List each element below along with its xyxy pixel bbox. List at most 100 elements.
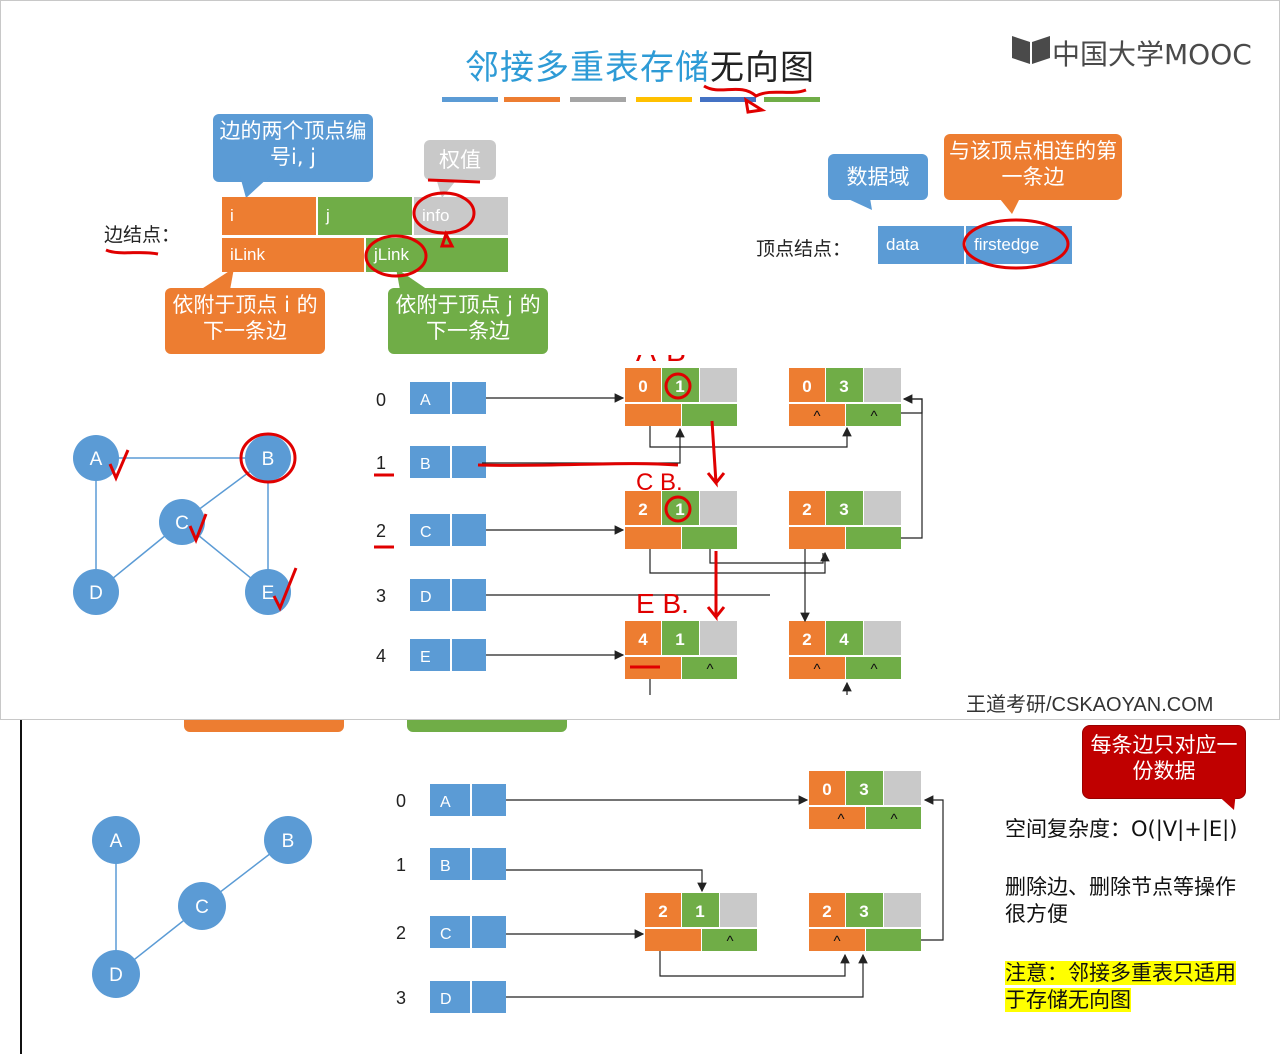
lower-index-2: 2 xyxy=(396,923,406,943)
graph-node-d: D xyxy=(73,569,119,615)
lower-index-1: 1 xyxy=(396,855,406,875)
red-callout-tail xyxy=(1214,792,1236,810)
upper-vertex-label-a: A xyxy=(420,392,431,409)
lower-edge-node-0-3: 0 3 ^ ^ xyxy=(809,771,921,829)
upper-index-2: 2 xyxy=(376,521,386,541)
lower-vertex-label-c: C xyxy=(440,926,452,943)
callout-firstedge: 与该顶点相连的第一条边 xyxy=(944,134,1122,200)
callout-ilink: 依附于顶点 i 的下一条边 xyxy=(165,288,325,354)
edge-2-3-j: 3 xyxy=(839,500,848,519)
edge-field-i: i xyxy=(222,197,316,235)
lower-edge-0-3-i: 0 xyxy=(822,780,831,799)
red-callout: 每条边只对应一份数据 xyxy=(1082,725,1246,799)
edge-0-3-ilink: ^ xyxy=(813,408,820,425)
title-bar-orange xyxy=(504,97,560,102)
edge-4-1-i: 4 xyxy=(638,630,648,649)
callout-jlink-tail xyxy=(396,268,428,290)
lower-edge-2-1-i: 2 xyxy=(658,902,667,921)
upper-edge-node-2-4: 2 4 ^ ^ xyxy=(789,621,901,679)
residual-callout-orange xyxy=(184,720,344,732)
lower-node-c: C xyxy=(178,882,226,930)
lower-vertex-label-d: D xyxy=(440,991,452,1008)
edge-2-4-jlink: ^ xyxy=(870,661,877,678)
title-bar-green xyxy=(764,97,820,102)
red-check-marks xyxy=(108,432,298,612)
lower-index-3: 3 xyxy=(396,988,406,1008)
lower-edge-2-1-jlink: ^ xyxy=(726,933,733,950)
red-annotation-cb: C B. xyxy=(636,469,683,496)
title-bar-yellow xyxy=(636,97,692,102)
node-label-d: D xyxy=(89,583,103,604)
title-bar-darkblue xyxy=(700,97,756,102)
slide-bottom: A B C D 0 1 2 3 A B C D 0 3 ^ ^ 2 1 xyxy=(0,720,1280,1054)
node-label-e: E xyxy=(262,583,275,604)
residual-callout-green xyxy=(407,720,567,732)
lower-node-label-a: A xyxy=(110,831,123,852)
node-label-a: A xyxy=(90,449,103,470)
slide-title: 邻接多重表存储无向图 xyxy=(440,40,840,89)
lower-vertex-b: B xyxy=(430,848,506,880)
title-bar-grey xyxy=(570,97,626,102)
lower-graph: A B C D xyxy=(92,816,312,998)
lower-vertex-a: A xyxy=(430,784,506,816)
lower-edge-node-2-3: 2 3 ^ xyxy=(809,893,921,951)
mooc-logo-text: 中国大学MOOC xyxy=(1052,38,1252,71)
red-annotation-ab: A-B xyxy=(636,355,686,368)
edge-2-4-i: 2 xyxy=(802,630,811,649)
upper-vertex-b: B xyxy=(410,446,486,478)
lower-edge-2-3-ilink: ^ xyxy=(833,933,840,950)
upper-index-3: 3 xyxy=(376,586,386,606)
edge-field-jlink: jLink xyxy=(366,238,508,272)
edge-0-3-j: 3 xyxy=(839,377,848,396)
upper-edge-node-4-1: 4 1 ^ xyxy=(625,621,737,679)
upper-vertex-label-d: D xyxy=(420,589,432,606)
lower-edge-0-3-ilink: ^ xyxy=(837,811,844,828)
lower-node-b: B xyxy=(264,816,312,864)
upper-vertex-d: D xyxy=(410,579,486,611)
upper-vertex-label-e: E xyxy=(420,649,431,666)
red-handwriting xyxy=(374,372,726,669)
vertex-field-data: data xyxy=(878,226,964,264)
note-warning-text: 注意：邻接多重表只适用于存储无向图 xyxy=(1005,961,1236,1013)
upper-vertex-c: C xyxy=(410,514,486,546)
edge-0-1-i: 0 xyxy=(638,377,647,396)
edge-2-4-ilink: ^ xyxy=(813,661,820,678)
red-struct-marks xyxy=(105,84,1070,278)
upper-index-1: 1 xyxy=(376,453,386,473)
title-main: 邻接多重表存储 xyxy=(465,48,710,88)
book-logo-icon xyxy=(1012,36,1050,64)
upper-vertex-a: A xyxy=(410,382,486,414)
red-annotation-eb: E B. xyxy=(636,588,689,619)
callout-ij-tail xyxy=(240,176,270,198)
edge-4-1-jlink: ^ xyxy=(706,661,713,678)
graph-node-b: B xyxy=(245,435,291,481)
footer-brand: 王道考研/CSKAOYAN.COM xyxy=(966,694,1214,716)
edge-node-label: 边结点： xyxy=(104,224,181,246)
callout-ij: 边的两个顶点编号i, j xyxy=(213,114,373,182)
upper-vertex-label-c: C xyxy=(420,524,432,541)
left-divider xyxy=(20,720,22,1054)
node-label-c: C xyxy=(175,513,189,534)
upper-vertex-label-b: B xyxy=(420,456,431,473)
upper-graph: A B C D E xyxy=(73,432,298,615)
edge-0-3-jlink: ^ xyxy=(870,408,877,425)
node-label-b: B xyxy=(262,449,275,470)
lower-edge-0-3-j: 3 xyxy=(859,780,868,799)
callout-jlink: 依附于顶点 j 的下一条边 xyxy=(388,288,548,354)
lower-node-label-d: D xyxy=(109,965,123,986)
lower-vertex-label-b: B xyxy=(440,858,451,875)
note-space-complexity: 空间复杂度：O(|V|+|E|) xyxy=(1005,817,1238,841)
callout-info: 权值 xyxy=(424,140,496,180)
lower-node-label-c: C xyxy=(195,897,209,918)
lower-vertex-d: D xyxy=(430,981,506,1013)
slide-top: 邻接多重表存储无向图 中国大学MOOC 边的两个顶点编号i, j 权值 依附于顶… xyxy=(0,0,1280,720)
lower-edge-2-1-j: 1 xyxy=(695,902,704,921)
lower-edge-2-3-j: 3 xyxy=(859,902,868,921)
lower-vertex-c: C xyxy=(430,916,506,948)
title-highlight: 无向图 xyxy=(710,48,815,88)
graph-node-a: A xyxy=(73,435,119,481)
note-warning: 注意：邻接多重表只适用于存储无向图 xyxy=(1005,960,1250,1015)
lower-multilist: 0 1 2 3 A B C D 0 3 ^ ^ 2 1 ^ 2 3 xyxy=(396,771,944,1013)
upper-edge-node-0-3: 0 3 ^ ^ xyxy=(789,368,901,426)
lower-edge-node-2-1: 2 1 ^ xyxy=(645,893,757,951)
